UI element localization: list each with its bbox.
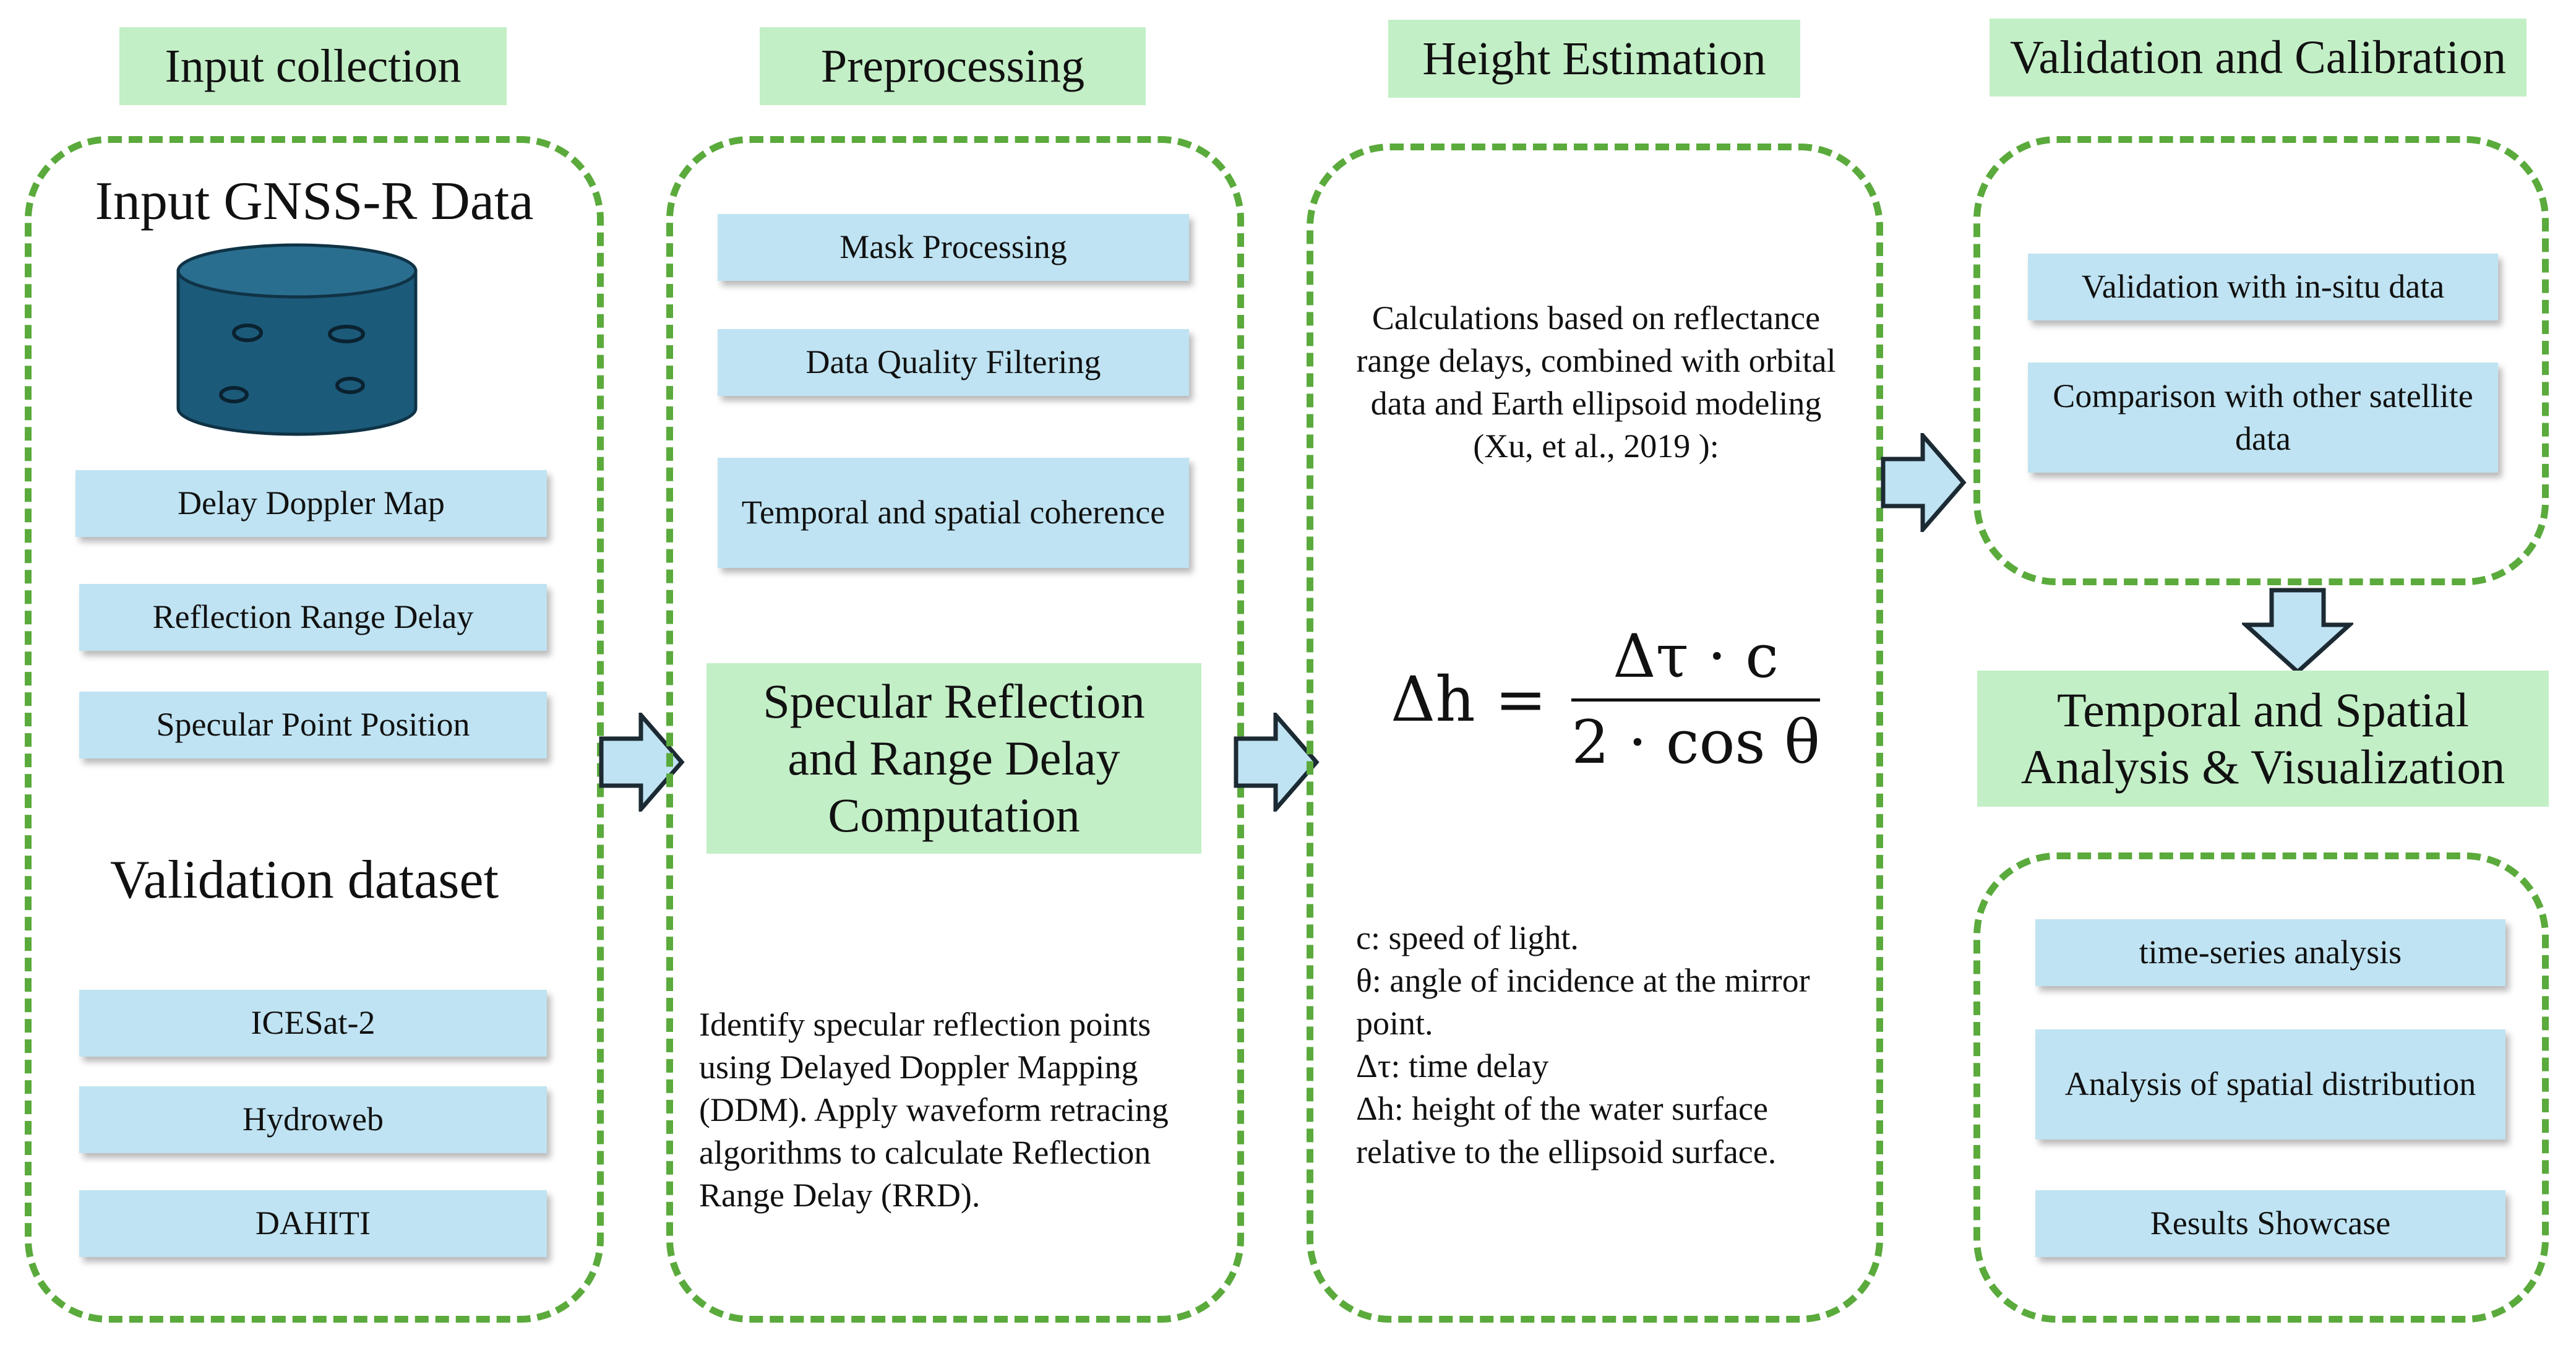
arrow-right-icon — [1881, 433, 1967, 532]
time-series-analysis-box: time-series analysis — [2035, 919, 2505, 986]
input-item-reflection-range-delay: Reflection Range Delay — [79, 584, 547, 651]
validation-item-icesat2: ICESat-2 — [79, 990, 547, 1057]
arrow-right-icon — [599, 713, 685, 812]
validation-item-hydroweb: Hydroweb — [79, 1086, 547, 1153]
temporal-spatial-analysis-title: Temporal and Spatial Analysis & Visualiz… — [1977, 671, 2549, 807]
legend-delta-h: Δh: height of the water surface relative… — [1356, 1090, 1777, 1170]
input-item-specular-point-position: Specular Point Position — [79, 692, 547, 758]
panel-preprocessing — [666, 136, 1244, 1323]
fraction-bar — [1571, 698, 1820, 702]
panel-input-collection — [25, 136, 604, 1323]
validation-with-insitu-box: Validation with in-situ data — [2028, 254, 2498, 320]
height-estimation-intro: Calculations based on reflectance range … — [1356, 299, 1836, 465]
comparison-other-satellite-box: Comparison with other satellite data — [2028, 363, 2498, 473]
legend-delta-tau: Δτ: time delay — [1356, 1047, 1549, 1085]
arrow-down-icon — [2242, 588, 2353, 675]
database-icon — [176, 243, 418, 436]
prep-item-data-quality-filtering: Data Quality Filtering — [718, 329, 1189, 396]
height-formula: Δh = Δτ · c 2 · cos θ — [1391, 619, 1824, 779]
panel-height-estimation — [1307, 144, 1883, 1323]
prep-item-mask-processing: Mask Processing — [718, 214, 1189, 281]
formula-lhs: Δh = — [1391, 663, 1547, 736]
legend-theta: θ: angle of incidence at the mirror poin… — [1356, 962, 1810, 1042]
header-input-collection: Input collection — [119, 27, 507, 105]
preprocessing-description: Identify specular reflection points usin… — [699, 1006, 1169, 1214]
panel-analysis-visualization — [1973, 852, 2549, 1323]
validation-dataset-title: Validation dataset — [109, 850, 499, 910]
formula-legend: c: speed of light. θ: angle of incidence… — [1356, 917, 1863, 1174]
header-validation-calibration: Validation and Calibration — [1990, 19, 2527, 97]
panel-validation-calibration — [1973, 136, 2549, 585]
formula-numerator: Δτ · c — [1613, 621, 1779, 691]
arrow-right-icon — [1234, 713, 1320, 812]
results-showcase-box: Results Showcase — [2035, 1190, 2505, 1257]
legend-c: c: speed of light. — [1356, 919, 1579, 956]
prep-item-temporal-spatial-coherence: Temporal and spatial coherence — [718, 458, 1189, 568]
specular-reflection-computation-box: Specular Reflection and Range Delay Comp… — [706, 663, 1201, 854]
formula-fraction: Δτ · c 2 · cos θ — [1571, 622, 1820, 777]
validation-item-dahiti: DAHITI — [79, 1190, 547, 1257]
gnss-data-title: Input GNSS-R Data — [95, 171, 534, 231]
header-preprocessing: Preprocessing — [760, 27, 1146, 105]
input-item-delay-doppler-map: Delay Doppler Map — [75, 470, 547, 537]
header-height-estimation: Height Estimation — [1388, 20, 1800, 98]
formula-denominator: 2 · cos θ — [1571, 707, 1820, 777]
spatial-distribution-box: Analysis of spatial distribution — [2035, 1029, 2505, 1140]
